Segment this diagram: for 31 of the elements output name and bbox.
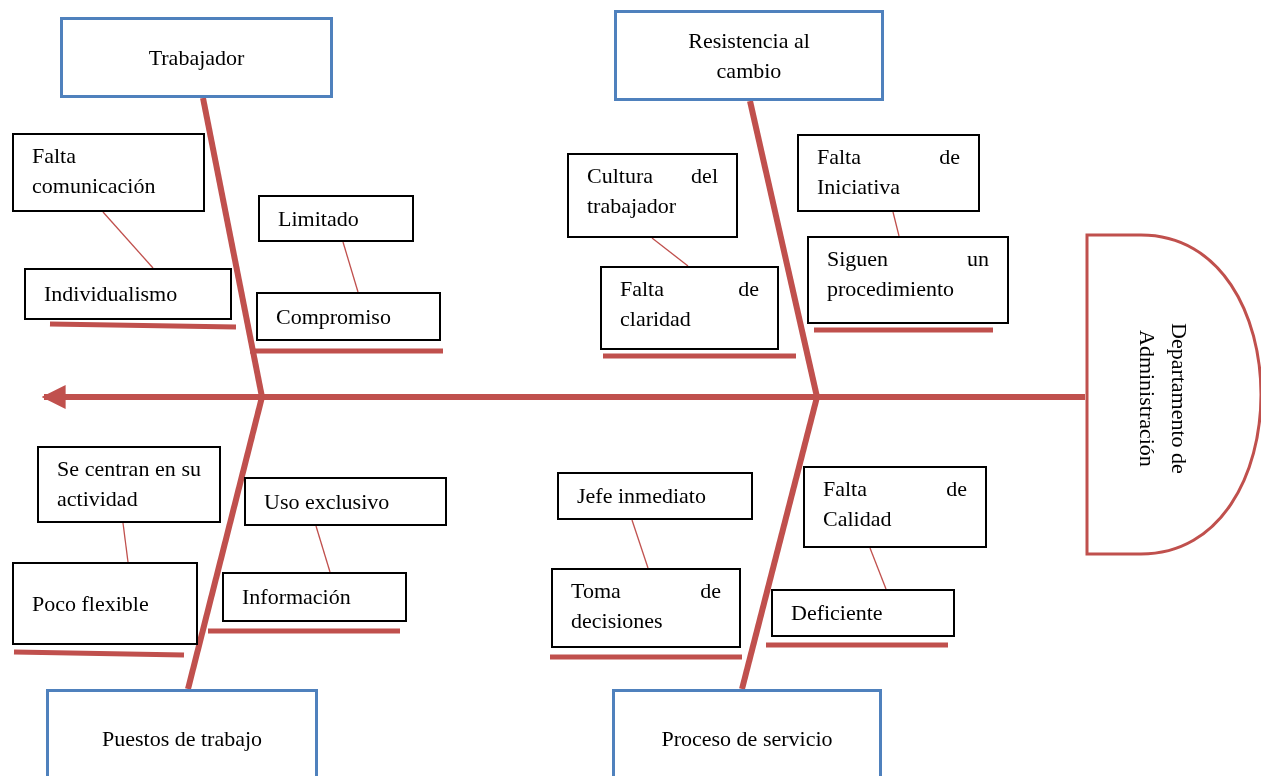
cause-box: Se centran en su actividad — [37, 446, 221, 523]
cause-box: Individualismo — [24, 268, 232, 320]
leader-line — [342, 241, 359, 293]
cause-box: Uso exclusivo — [244, 477, 447, 526]
cause-box: Falta de Calidad — [803, 466, 987, 548]
cause-box: Falta de claridad — [600, 266, 779, 350]
spine-arrow — [41, 385, 1085, 409]
cause-box: Siguen un procedimiento — [807, 236, 1009, 324]
category-box: Resistencia al cambio — [614, 10, 884, 101]
leader-line — [102, 211, 154, 269]
cause-box: Toma de decisiones — [551, 568, 741, 648]
cause-box: Falta de Iniciativa — [797, 134, 980, 212]
leader-line — [122, 522, 129, 563]
category-box: Proceso de servicio — [612, 689, 882, 776]
head-label: Departamento de Administración — [1134, 321, 1193, 476]
cause-box: Poco flexible — [12, 562, 198, 645]
leader-line — [651, 237, 689, 267]
cause-box: Falta comunicación — [12, 133, 205, 212]
cause-box: Deficiente — [771, 589, 955, 637]
cause-box: Limitado — [258, 195, 414, 242]
fish-head — [1085, 233, 1261, 556]
cause-box: Jefe inmediato — [557, 472, 753, 520]
cause-box: Compromiso — [256, 292, 441, 341]
cause-box: Información — [222, 572, 407, 622]
leader-line — [315, 525, 331, 573]
cause-box: Cultura del trabajador — [567, 153, 738, 238]
leader-line — [631, 519, 649, 569]
leader-line — [869, 547, 887, 590]
leader-line — [892, 211, 900, 237]
category-box: Puestos de trabajo — [46, 689, 318, 776]
category-box: Trabajador — [60, 17, 333, 98]
